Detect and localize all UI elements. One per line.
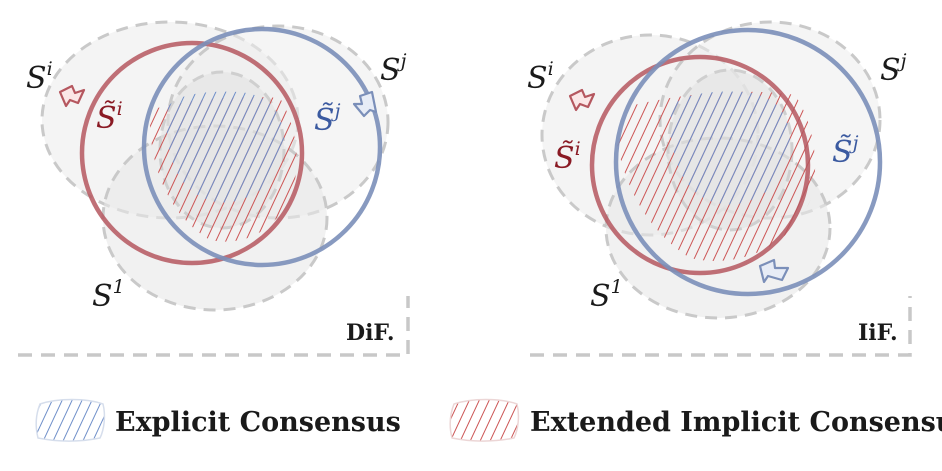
left-label-sj: Sj — [380, 50, 407, 88]
legend-explicit-label: Explicit Consensus — [115, 407, 401, 438]
right-arrow-stj-icon — [758, 258, 790, 284]
left-arrow-si-icon — [58, 84, 86, 108]
left-label-si: Si — [26, 58, 53, 96]
right-panel-tag: IiF. — [858, 320, 898, 346]
right-circle-s-tilde-i — [589, 54, 811, 276]
left-explicit-consensus-hatch — [166, 91, 284, 203]
right-panel-frame — [530, 296, 912, 357]
left-label-s-tilde-i: S̃i — [96, 98, 123, 136]
right-arrow-si-icon — [568, 88, 596, 112]
legend-implicit-label: Extended Implicit Consensus — [530, 407, 942, 438]
left-panel-tag: DiF. — [346, 320, 395, 346]
right-label-s1: S1 — [590, 276, 623, 314]
right-circle-s-tilde-j — [613, 27, 883, 297]
legend-explicit-swatch — [35, 398, 106, 442]
legend: Explicit Consensus Extended Implicit Con… — [35, 398, 942, 442]
legend-implicit-swatch — [449, 398, 520, 442]
right-label-s-tilde-j: S̃j — [832, 132, 859, 170]
right-explicit-consensus-hatch — [670, 91, 790, 205]
panel-iif: Si Sj S1 S̃i S̃j IiF. — [527, 20, 912, 357]
left-label-s-tilde-j: S̃j — [314, 100, 341, 138]
left-circle-s-tilde-i — [79, 40, 305, 266]
panel-dif: Si Sj S1 S̃i S̃j DiF. — [18, 20, 410, 357]
left-circle-s-tilde-j — [141, 26, 383, 268]
right-label-s-tilde-i: S̃i — [554, 138, 581, 176]
left-label-s1: S1 — [92, 276, 125, 314]
left-arrow-sj-icon — [352, 90, 378, 118]
right-label-si: Si — [527, 58, 554, 96]
right-label-sj: Sj — [880, 50, 907, 88]
